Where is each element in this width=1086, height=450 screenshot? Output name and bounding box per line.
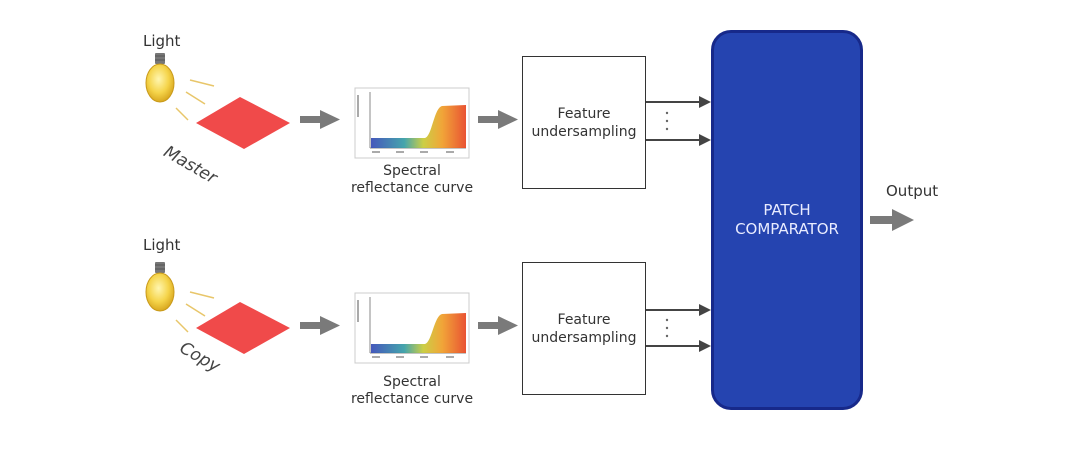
feature-line1: Feature <box>557 105 611 122</box>
arrow-right-icon <box>478 110 518 129</box>
light-ray <box>175 319 189 333</box>
ellipsis-dots <box>665 111 669 131</box>
arrow-right-icon <box>300 316 340 335</box>
arrow-right-icon <box>478 316 518 335</box>
feature-line1: Feature <box>557 311 611 328</box>
feature-line2: undersampling <box>531 329 637 346</box>
patch-comparator-block: PATCH COMPARATOR <box>711 30 863 410</box>
feature-undersampling-box: Feature undersampling <box>522 262 646 395</box>
copy-patch <box>196 302 290 354</box>
light-label: Light <box>143 236 181 254</box>
curve-caption: Spectral reflectance curve <box>332 163 492 197</box>
feature-line2: undersampling <box>531 123 637 140</box>
feature-output-arrows <box>646 304 711 352</box>
ellipsis-dots <box>665 318 669 338</box>
curve-caption-line1: Spectral <box>383 163 441 179</box>
bulb-icon <box>145 53 175 103</box>
curve-caption-line2: reflectance curve <box>350 180 474 196</box>
bulb-icon <box>145 262 175 312</box>
arrow-right-icon <box>300 110 340 129</box>
curve-caption-line1: Spectral <box>383 374 441 390</box>
output-label: Output <box>886 182 939 200</box>
spectral-curve-chart <box>354 87 470 159</box>
light-label: Light <box>143 32 181 50</box>
light-ray <box>175 107 189 121</box>
feature-undersampling-box: Feature undersampling <box>522 56 646 189</box>
curve-caption: Spectral reflectance curve <box>332 374 492 408</box>
feature-output-arrows <box>646 96 711 146</box>
master-patch <box>196 97 290 149</box>
output-arrow-icon <box>870 209 914 231</box>
light-rays <box>185 291 215 317</box>
comparator-line2: COMPARATOR <box>735 220 839 238</box>
curve-caption-line2: reflectance curve <box>350 391 474 407</box>
comparator-line1: PATCH <box>763 201 811 219</box>
light-rays <box>185 79 215 105</box>
spectral-curve-chart <box>354 292 470 364</box>
